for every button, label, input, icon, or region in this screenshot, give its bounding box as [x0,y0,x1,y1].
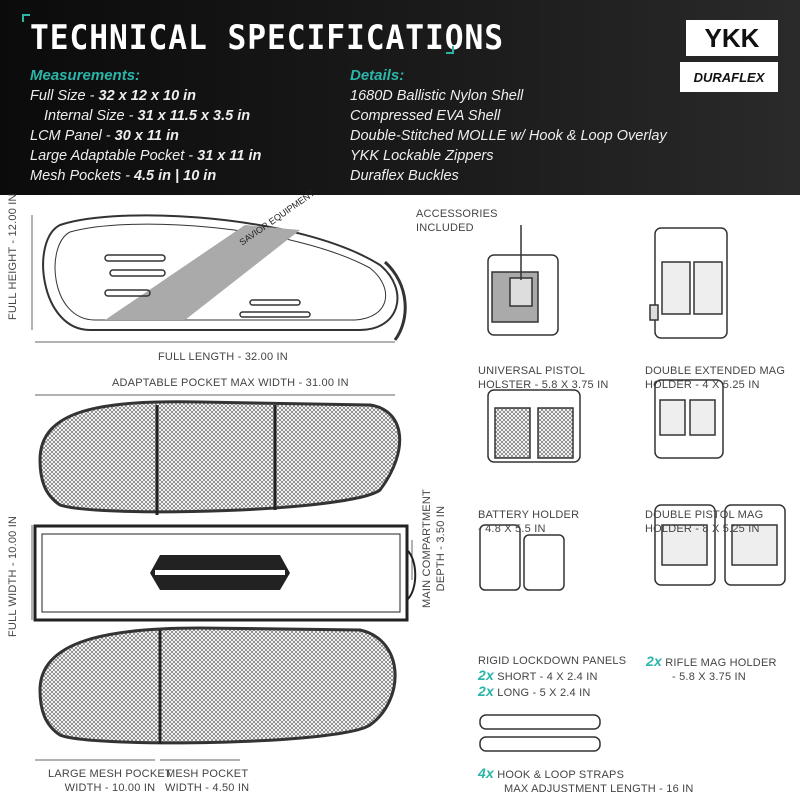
pocket-width-label: ADAPTABLE POCKET MAX WIDTH - 31.00 IN [112,377,349,389]
adaptable-pocket-view [33,400,417,745]
detail-item: YKK Lockable Zippers [350,148,494,164]
full-width-label: FULL WIDTH - 10.00 IN [7,515,19,637]
bracket-icon [446,46,454,54]
measurements-heading: Measurements: [30,67,141,84]
measurement-item: Large Adaptable Pocket - 31 x 11 in [30,148,262,164]
detail-item: Duraflex Buckles [350,168,459,184]
rifle-mag-label: 2x RIFLE MAG HOLDER - 5.8 X 3.75 IN [646,653,777,683]
detail-item: 1680D Ballistic Nylon Shell [350,88,524,104]
measurements-list: Measurements: Full Size - 32 x 12 x 10 i… [30,66,261,186]
measurement-item: Mesh Pockets - 4.5 in | 10 in [30,168,217,184]
panels-label: RIGID LOCKDOWN PANELS 2x SHORT - 4 X 2.4… [478,655,627,699]
ykk-logo: YKK [686,20,778,56]
measurement-item: Full Size - 32 x 12 x 10 in [30,88,197,104]
accessory-drawings [479,225,786,752]
measurement-item: Internal Size - 31 x 11.5 x 3.5 in [44,108,251,124]
detail-item: Double-Stitched MOLLE w/ Hook & Loop Ove… [350,128,667,144]
full-height-label: FULL HEIGHT - 12.00 IN [7,193,19,320]
page-title: TECHNICAL SPECIFICATIONS [30,18,505,58]
detail-item: Compressed EVA Shell [350,108,501,124]
duraflex-logo: DURAFLEX [680,62,778,92]
bracket-icon [22,14,30,22]
spec-header: TECHNICAL SPECIFICATIONS Measurements: F… [0,0,800,195]
details-heading: Details: [350,67,405,84]
details-list: Details: 1680D Ballistic Nylon Shell Com… [350,66,667,186]
bag-side-view [42,214,407,341]
full-length-label: FULL LENGTH - 32.00 IN [158,351,288,363]
battery-label: BATTERY HOLDER- 4.8 X 5.5 IN [478,509,580,535]
dimension-lines [31,215,413,761]
straps-label: 4x HOOK & LOOP STRAPS MAX ADJUSTMENT LEN… [478,765,694,795]
measurement-item: LCM Panel - 30 x 11 in [30,128,179,144]
